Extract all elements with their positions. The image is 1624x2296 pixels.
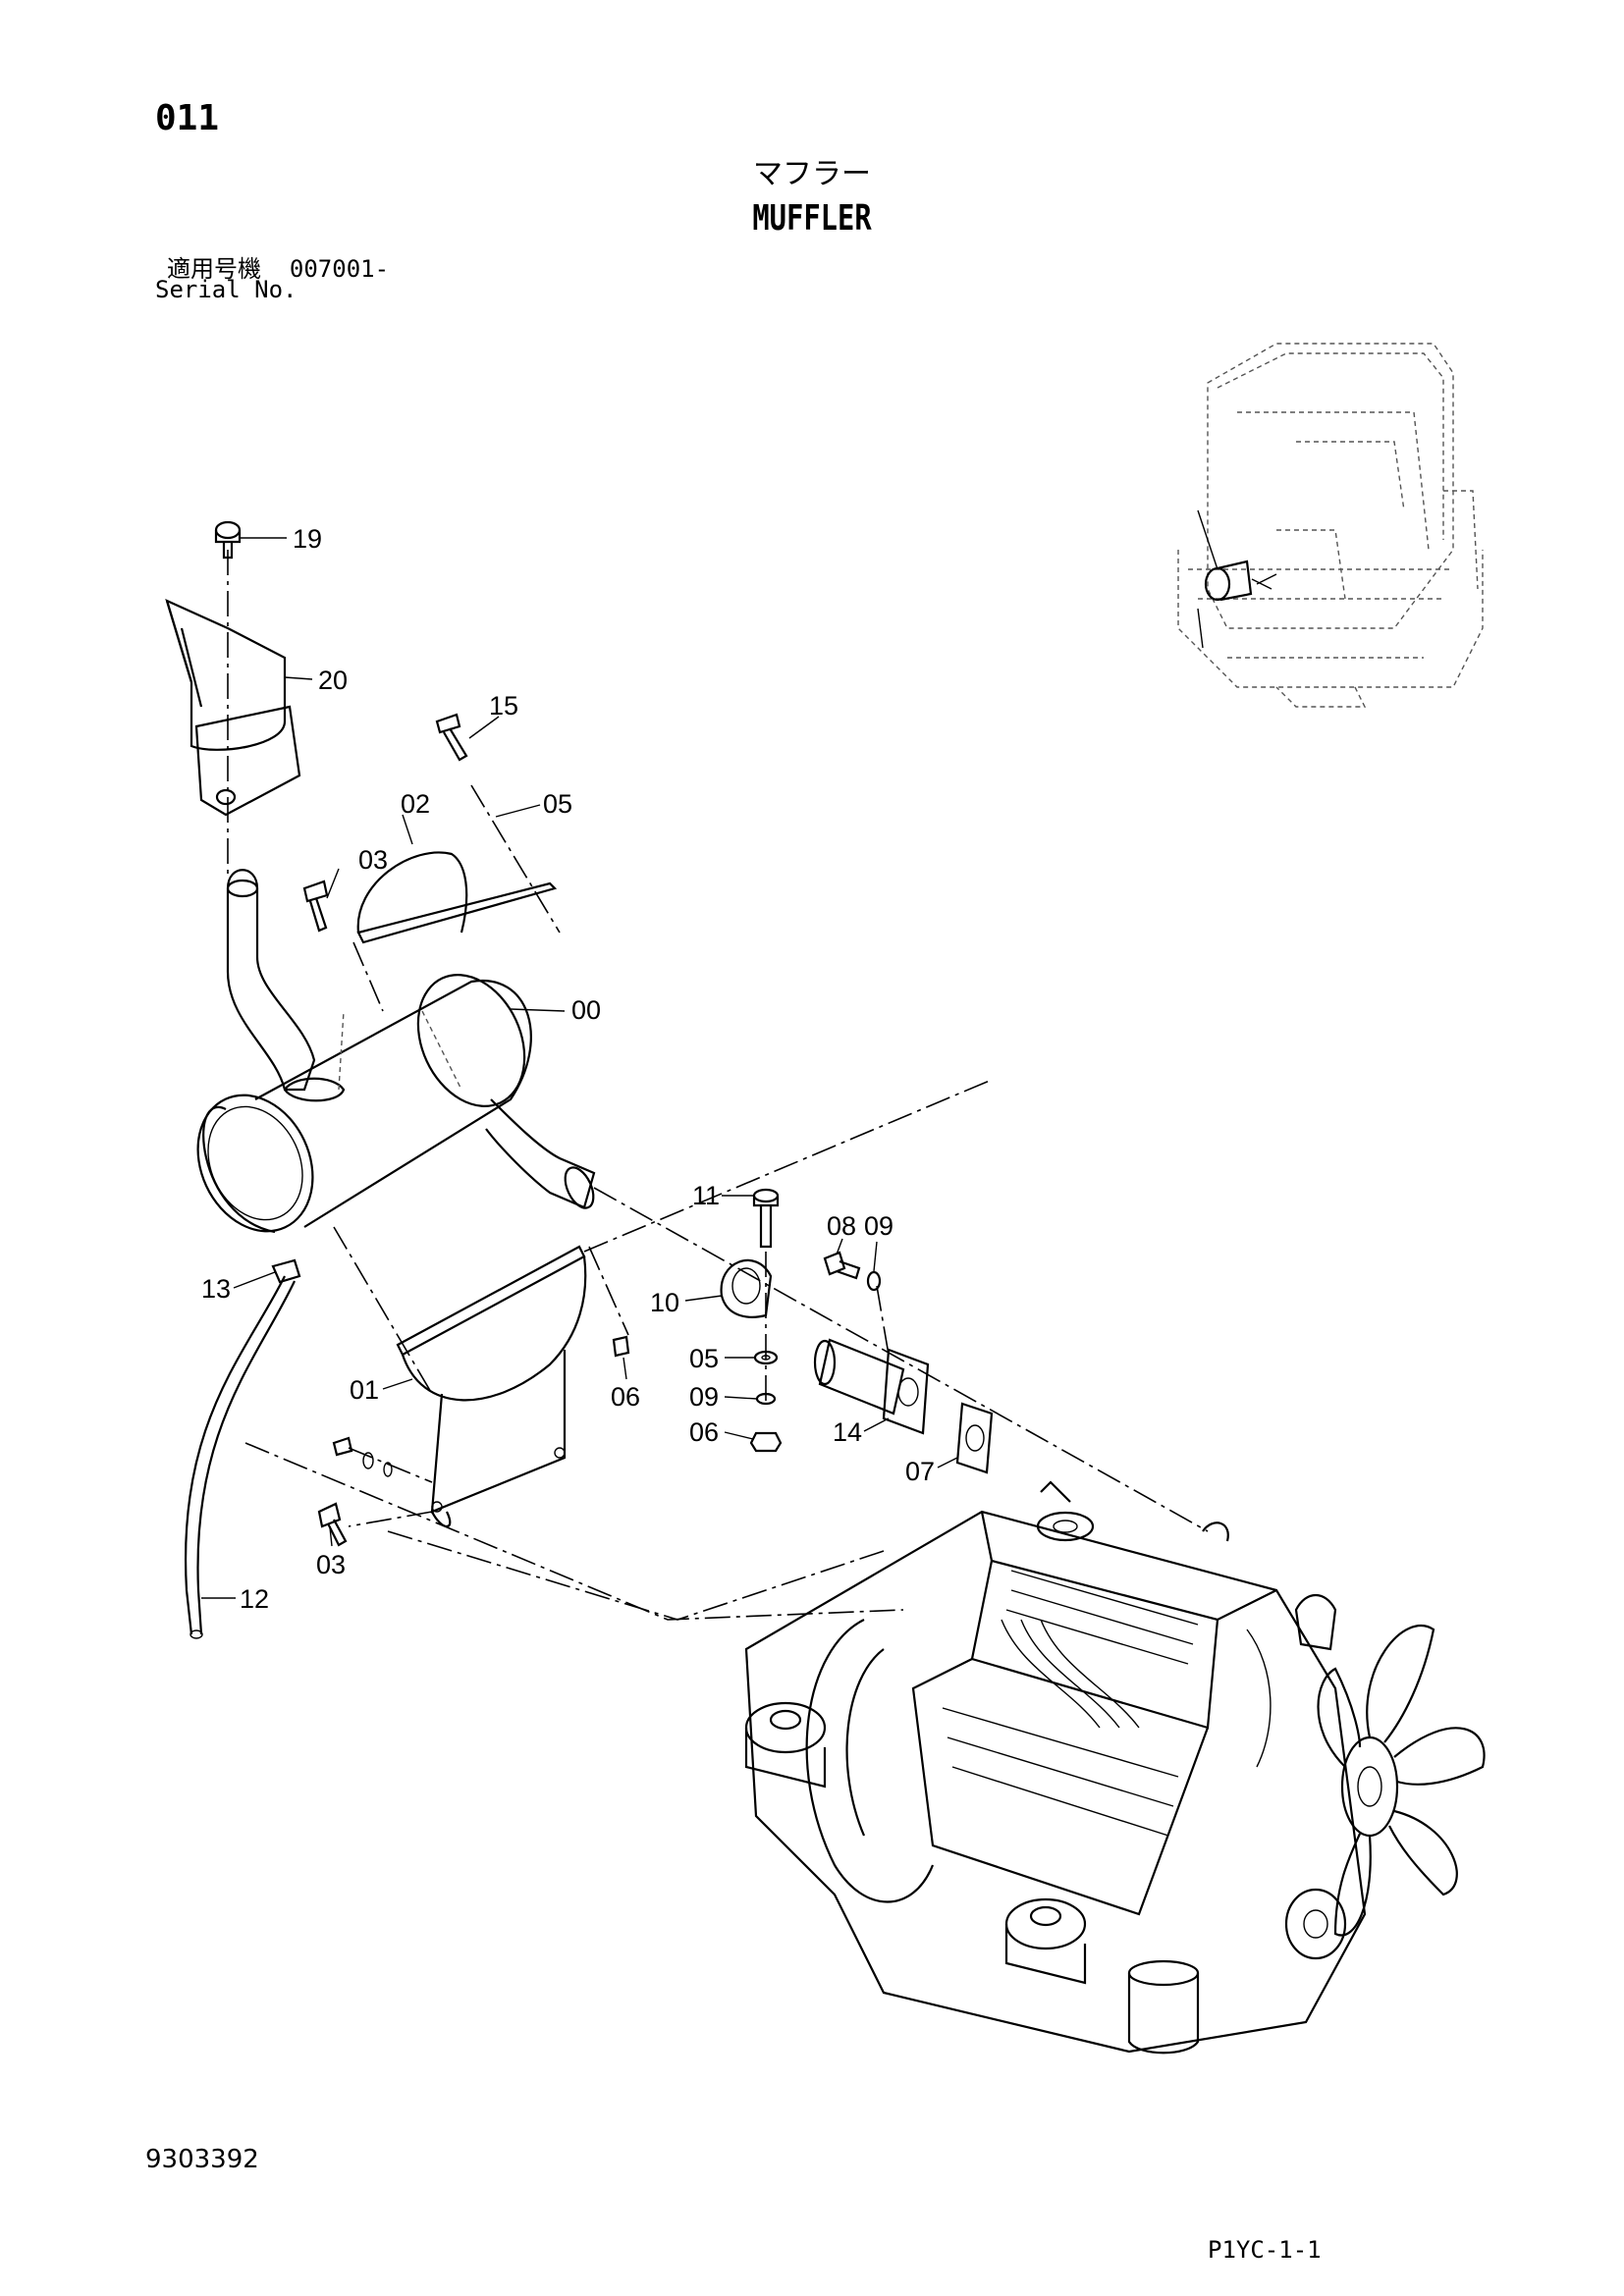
nut-06-small <box>612 1335 630 1358</box>
callout-05-lower: 05 <box>689 1344 719 1373</box>
callout-02: 02 <box>401 789 430 819</box>
muffler-location-marker <box>1197 509 1277 649</box>
clamp-10 <box>720 1258 773 1318</box>
tail-pipe-part <box>226 869 316 1092</box>
bolt-19 <box>214 520 242 560</box>
rain-cap-part <box>165 550 301 879</box>
flange-pipe-14 <box>813 1338 930 1435</box>
gasket-07 <box>955 1402 994 1474</box>
page-title-japanese: マフラー <box>753 157 871 191</box>
nut-06 <box>749 1431 783 1453</box>
callout-01: 01 <box>350 1375 379 1405</box>
serial-label-japanese: 適用号機 007001- <box>167 249 389 284</box>
serial-value: 007001- <box>289 255 390 283</box>
assembly-lines <box>244 1079 1209 1621</box>
callout-03-upper: 03 <box>358 845 388 875</box>
bolt-03-lower <box>317 1436 433 1547</box>
machine-location-inset <box>1177 343 1484 708</box>
page-code: P1YC-1-1 <box>1208 2236 1322 2264</box>
callout-05-upper: 05 <box>543 789 572 819</box>
callout-00: 00 <box>571 995 601 1025</box>
callout-11: 11 <box>692 1181 720 1210</box>
callout-03-lower: 03 <box>316 1550 346 1579</box>
callout-08: 08 <box>827 1211 856 1241</box>
heat-shield-upper <box>352 784 561 1012</box>
callout-10: 10 <box>650 1288 679 1317</box>
bolt-15 <box>435 713 468 762</box>
muffler-body <box>196 974 596 1234</box>
callout-06-shield: 06 <box>611 1382 640 1412</box>
callout-15: 15 <box>489 691 518 721</box>
callout-20: 20 <box>318 666 348 695</box>
callout-07: 07 <box>905 1457 935 1486</box>
engine-illustration <box>744 1480 1486 2055</box>
callout-14: 14 <box>833 1417 862 1447</box>
callout-12: 12 <box>240 1584 269 1614</box>
page-title: MUFFLER <box>752 198 872 239</box>
callout-09-lower: 09 <box>689 1382 719 1412</box>
washer-09-right <box>866 1270 890 1356</box>
page-number: 011 <box>155 98 220 138</box>
cooling-fan <box>1317 1625 1486 1937</box>
callout-19: 19 <box>293 524 322 554</box>
serial-label-ja-text: 適用号機 <box>167 255 261 283</box>
serial-label: Serial No. <box>155 276 298 303</box>
callout-09-right: 09 <box>864 1211 893 1241</box>
leader-lines <box>201 537 958 1599</box>
bolt-08 <box>823 1251 861 1280</box>
document-code: 9303392 <box>145 2145 259 2174</box>
callout-13: 13 <box>201 1274 231 1304</box>
bolt-03-upper <box>302 880 329 933</box>
drain-hose <box>184 1258 301 1639</box>
callout-06-lower: 06 <box>689 1417 719 1447</box>
